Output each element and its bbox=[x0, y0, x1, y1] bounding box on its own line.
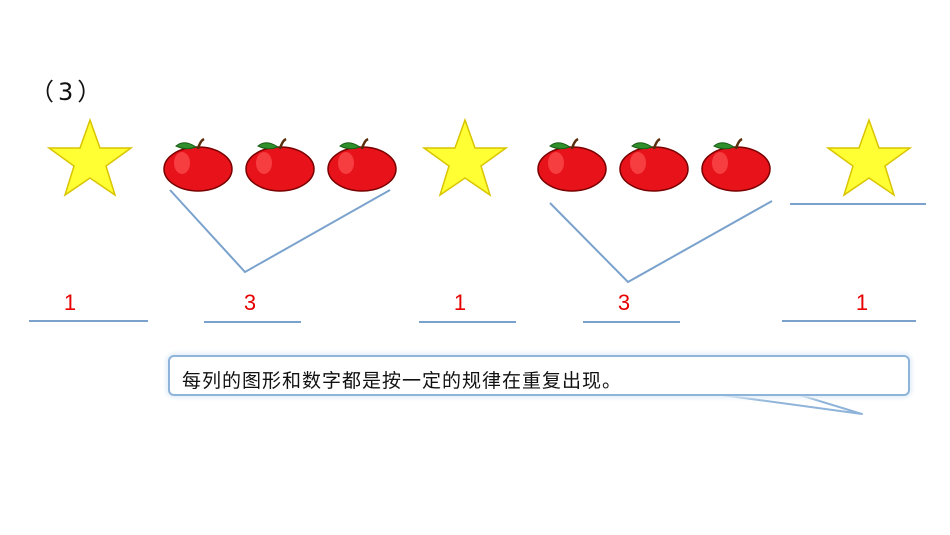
star-icon bbox=[825, 118, 913, 197]
apple-icon bbox=[327, 137, 397, 192]
hint-callout: 每列的图形和数字都是按一定的规律在重复出现。 bbox=[168, 355, 910, 396]
answer-blank-line bbox=[29, 320, 148, 322]
answer-number: 1 bbox=[453, 290, 467, 315]
answer-number: 3 bbox=[243, 290, 257, 315]
star-underline bbox=[790, 203, 926, 205]
hint-text: 每列的图形和数字都是按一定的规律在重复出现。 bbox=[182, 370, 623, 392]
answer-number: 1 bbox=[63, 290, 77, 315]
apple-icon bbox=[701, 137, 771, 192]
apple-icon bbox=[537, 137, 607, 192]
star-icon bbox=[421, 118, 509, 197]
answer-blank-line bbox=[583, 321, 680, 323]
apple-icon bbox=[163, 137, 233, 192]
apple-icon bbox=[245, 137, 315, 192]
answer-blank-line bbox=[782, 320, 916, 322]
star-icon bbox=[46, 118, 134, 197]
answer-blank-line bbox=[419, 321, 516, 323]
answer-blank-line bbox=[204, 321, 301, 323]
question-number: （3） bbox=[30, 78, 106, 106]
answer-number: 3 bbox=[617, 290, 631, 315]
apple-icon bbox=[619, 137, 689, 192]
answer-number: 1 bbox=[855, 290, 869, 315]
